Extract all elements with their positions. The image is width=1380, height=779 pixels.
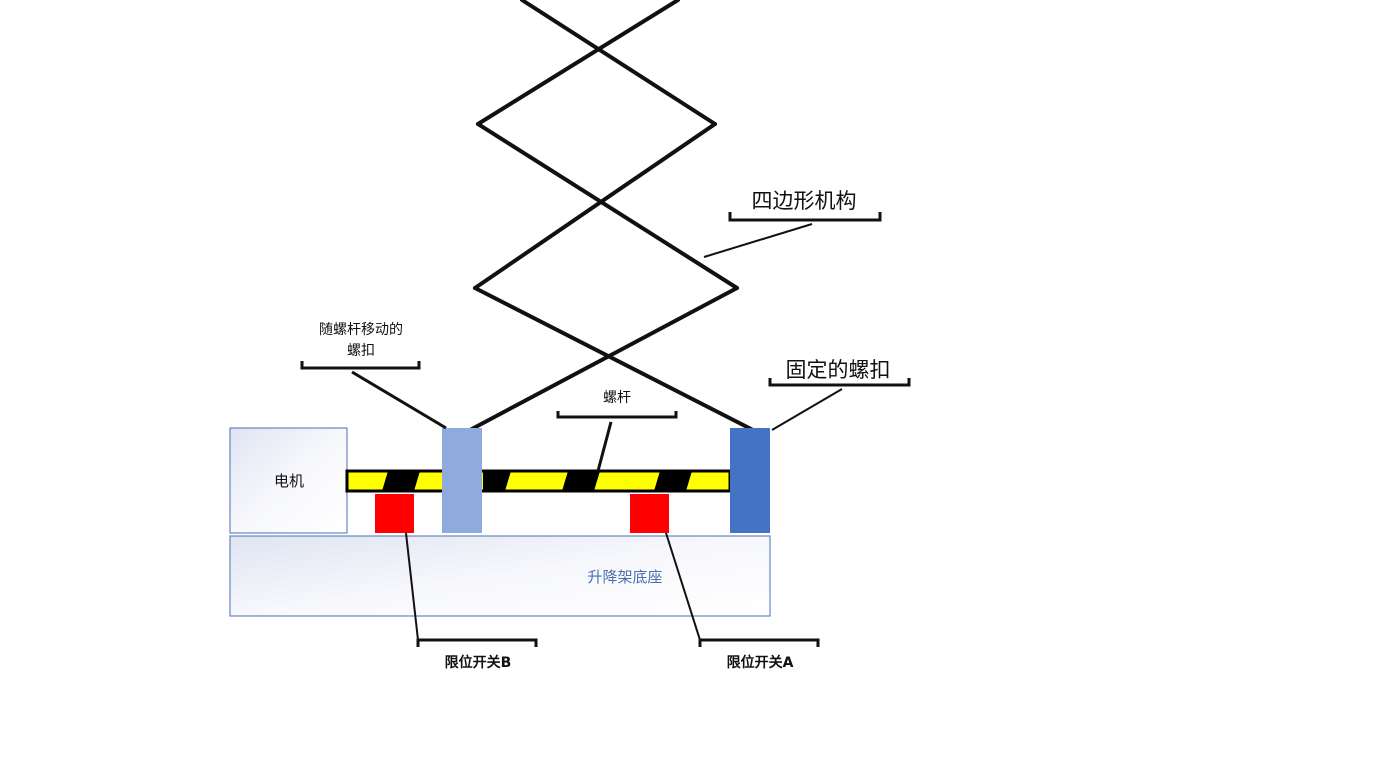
callout-screw-rod — [556, 411, 678, 472]
screw-rod-label: 螺杆 — [603, 390, 631, 406]
screw-stripe — [654, 471, 692, 491]
screw-stripe — [382, 471, 420, 491]
callout-bracket — [698, 638, 820, 647]
callout-four-bar — [703, 212, 882, 258]
callout-leader — [665, 532, 701, 641]
fixed-nut — [730, 428, 770, 533]
callout-moving-nut — [300, 361, 447, 430]
moving-nut-label-line1: 随螺杆移动的 — [319, 322, 403, 338]
callout-bracket — [416, 638, 538, 647]
motor-label: 电机 — [274, 472, 304, 490]
callout-bracket — [300, 361, 421, 370]
four-bar-label: 四边形机构 — [752, 189, 857, 213]
callout-bracket — [728, 212, 882, 222]
callout-bracket — [768, 378, 911, 387]
callout-leader — [351, 370, 447, 430]
callout-leader — [405, 532, 419, 641]
limit-switch-b — [375, 494, 414, 533]
base-label: 升降架底座 — [587, 568, 662, 586]
callout-leader — [771, 388, 843, 431]
motor-box — [229, 427, 348, 534]
link-lower-right — [468, 286, 739, 432]
callout-leader — [703, 223, 813, 258]
screw-stripe — [483, 471, 511, 491]
callout-leader — [596, 421, 613, 472]
screw-rod — [345, 469, 732, 493]
callout-limit-switch-a — [665, 532, 820, 647]
link-upper-right — [473, 122, 717, 290]
moving-nut — [442, 428, 482, 533]
limit-switch-b-label: 限位开关B — [445, 654, 512, 671]
screw-stripe — [562, 471, 600, 491]
link-top-right — [476, 0, 680, 126]
link-top-left — [520, 0, 717, 126]
fixed-nut-label: 固定的螺扣 — [786, 358, 891, 382]
callout-limit-switch-b — [405, 532, 538, 647]
callout-bracket — [556, 411, 678, 419]
callout-fixed-nut — [768, 378, 911, 431]
limit-switch-a — [630, 494, 669, 533]
limit-switch-a-label: 限位开关A — [727, 654, 794, 671]
scissor-linkage — [468, 0, 755, 432]
link-upper-left — [476, 122, 739, 290]
link-lower-left — [473, 286, 755, 432]
moving-nut-label-line2: 螺扣 — [347, 343, 375, 359]
